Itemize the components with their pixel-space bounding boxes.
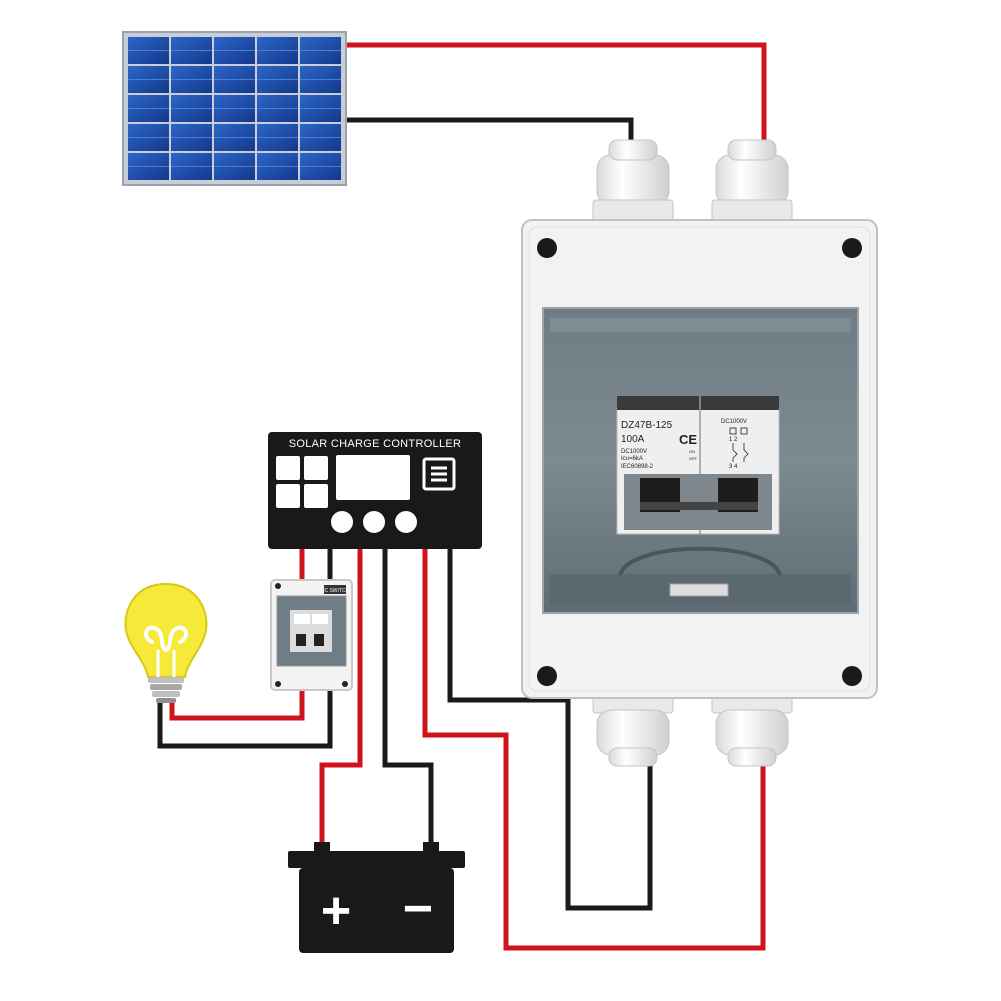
controller-button-1 xyxy=(331,511,353,533)
breaker-on-label: ON xyxy=(689,449,695,454)
controller-title: SOLAR CHARGE CONTROLLER xyxy=(289,438,462,450)
cable-gland-icon xyxy=(711,139,793,223)
breaker-off-label: OFF xyxy=(689,456,698,461)
battery-negative-wire xyxy=(382,548,434,848)
cable-gland-icon xyxy=(592,139,674,223)
breaker-terminals-top: 1 2 xyxy=(729,437,738,443)
solar-charge-controller: SOLAR CHARGE CONTROLLER xyxy=(268,432,482,549)
controller-button-3 xyxy=(395,511,417,533)
screw xyxy=(537,238,557,258)
bulb-positive-wire xyxy=(169,690,305,721)
box-negative-out-wire xyxy=(447,548,653,911)
battery-minus: − xyxy=(403,880,433,938)
bulb-negative-wire xyxy=(157,690,333,749)
breaker-breaking-capacity: Icu=6kA xyxy=(621,456,643,462)
battery-icon: + − xyxy=(288,842,465,953)
menu-icon xyxy=(422,457,456,491)
cable-gland-icon xyxy=(711,694,793,767)
screw xyxy=(842,666,862,686)
mini-dc-box: DC SWITCH xyxy=(270,579,353,691)
light-bulb-icon xyxy=(124,582,208,703)
mini-box-tag: DC SWITCH xyxy=(321,588,350,594)
breaker-model: DZ47B-125 xyxy=(621,420,673,431)
screw xyxy=(537,666,557,686)
battery-plus: + xyxy=(321,882,351,940)
solar-panel-icon xyxy=(122,31,347,186)
breaker-side-voltage: DC1000V xyxy=(721,419,747,425)
screw xyxy=(842,238,862,258)
controller-button-2 xyxy=(363,511,385,533)
combiner-box: DZ47B-125 100A CE DC1000V Icu=6kA IEC608… xyxy=(521,139,878,767)
dc-breaker: DZ47B-125 100A CE DC1000V Icu=6kA IEC608… xyxy=(616,396,780,535)
breaker-standard: IEC60898-2 xyxy=(621,464,654,470)
wires xyxy=(157,42,767,951)
cable-gland-icon xyxy=(592,694,674,767)
panel-negative-wire xyxy=(344,117,634,145)
battery-positive-wire xyxy=(319,548,363,848)
breaker-voltage: DC1000V xyxy=(621,449,647,455)
panel-positive-wire xyxy=(344,42,767,145)
box-positive-out-wire xyxy=(422,548,766,951)
breaker-terminals-bottom: 3 4 xyxy=(729,464,738,470)
breaker-ce: CE xyxy=(679,432,697,447)
breaker-current: 100A xyxy=(621,434,645,445)
